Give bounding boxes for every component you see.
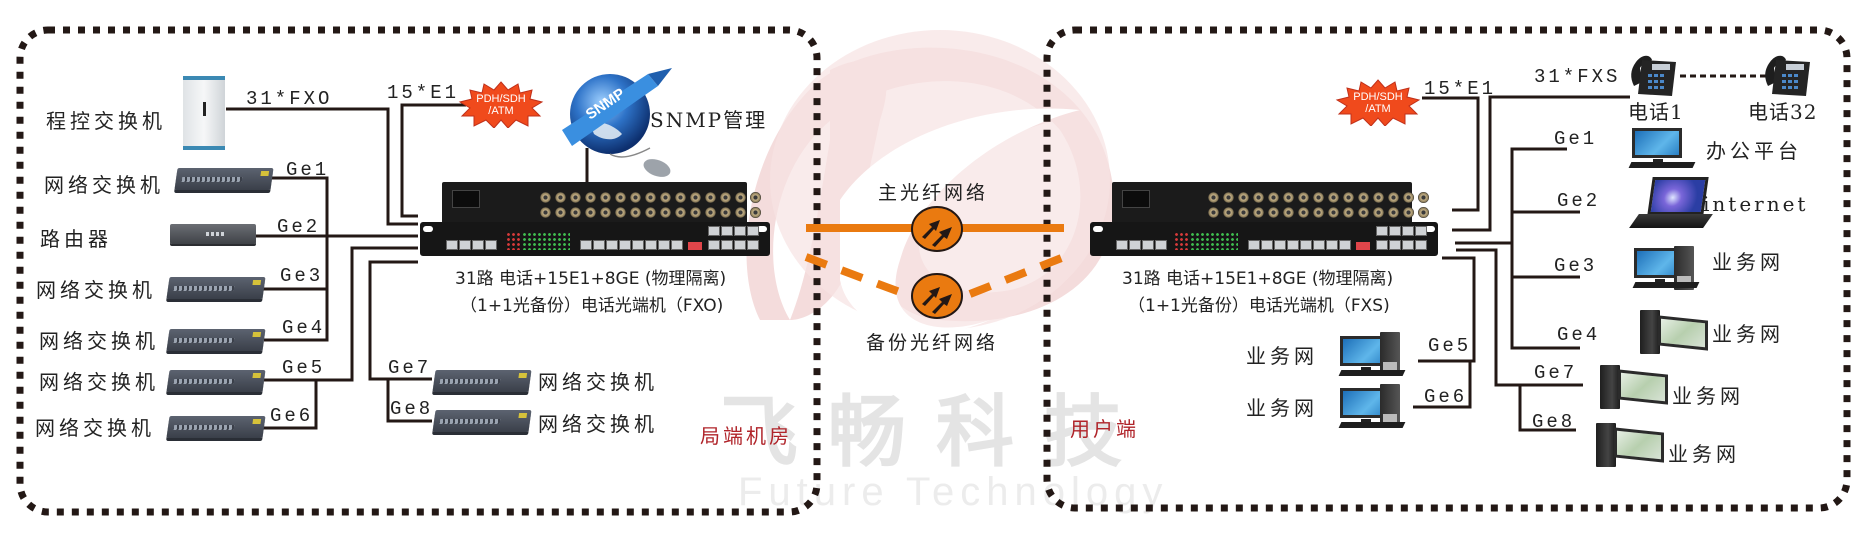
left-ge4-port: Ge4	[282, 317, 326, 339]
backup-fiber-line	[804, 253, 907, 298]
right-ge6-device-label: 业务网	[1246, 396, 1318, 420]
right-zone-border	[1043, 26, 1851, 512]
left-pdh-sdh-burst-icon: PDH/SDH /ATM	[458, 81, 544, 128]
left-ge8-device-label: 网络交换机	[538, 412, 658, 436]
keyboard-icon	[1632, 282, 1700, 288]
pc-monitor-icon	[1614, 427, 1664, 463]
switch-icon	[166, 277, 266, 299]
burst-line1: PDH/SDH	[476, 93, 526, 105]
pc-tower-icon	[1380, 384, 1400, 428]
left-e1-link-label: 15*E1	[387, 82, 460, 104]
right-ge5-device-label: 业务网	[1246, 344, 1318, 368]
left-ge8-port: Ge8	[390, 398, 434, 420]
right-device-caption-2: （1+1光备份）电话光端机（FXS)	[1128, 296, 1390, 316]
right-ge2-port: Ge2	[1557, 190, 1601, 212]
right-ge6-port: Ge6	[1424, 386, 1468, 408]
burst-line1: PDH/SDH	[1353, 91, 1403, 103]
right-ge1-device-label: 办公平台	[1706, 139, 1802, 163]
snmp-globe-icon: SNMP	[562, 68, 672, 177]
right-ge4-port: Ge4	[1557, 324, 1601, 346]
left-device-caption-2: （1+1光备份）电话光端机（FXO)	[460, 296, 724, 316]
right-ge5-port: Ge5	[1428, 335, 1472, 357]
right-ge8-port: Ge8	[1532, 411, 1576, 433]
right-zone-label: 用户端	[1070, 417, 1139, 441]
right-ge3-device-label: 业务网	[1712, 250, 1784, 274]
keyboard-icon	[1338, 370, 1406, 376]
switch-icon	[166, 416, 266, 438]
phone-icon	[1765, 55, 1810, 96]
right-pdh-sdh-burst-icon: PDH/SDH /ATM	[1335, 79, 1421, 126]
left-ge7-device-label: 网络交换机	[538, 370, 658, 394]
snmp-label: SNMP管理	[650, 108, 768, 132]
left-ge5-port: Ge5	[282, 357, 326, 379]
pbx-cabinet-icon	[183, 76, 225, 150]
left-ge6-device-label: 网络交换机	[35, 416, 155, 440]
switch-icon	[432, 370, 532, 392]
keyboard-icon	[1628, 162, 1696, 168]
left-zone-border	[16, 26, 821, 516]
right-ge4-device-label: 业务网	[1712, 322, 1784, 346]
burst-line2: /ATM	[488, 105, 513, 117]
right-ge3-port: Ge3	[1554, 255, 1598, 277]
switch-icon	[432, 410, 532, 432]
pc-monitor-icon	[1618, 369, 1668, 405]
pc-monitor-icon	[1658, 315, 1708, 351]
left-ge7-port: Ge7	[388, 357, 432, 379]
pc-tower-icon	[1596, 423, 1616, 467]
right-ge7-device-label: 业务网	[1672, 384, 1744, 408]
fxs-link-label: 31*FXS	[1534, 66, 1621, 88]
right-ge8-device-label: 业务网	[1668, 442, 1740, 466]
left-ge3-device-label: 网络交换机	[36, 278, 156, 302]
burst-line2: /ATM	[1365, 103, 1390, 115]
left-ge4-device-label: 网络交换机	[39, 329, 159, 353]
pc-tower-icon	[1674, 246, 1694, 290]
pc-tower-icon	[1600, 365, 1620, 409]
router-icon	[170, 224, 256, 244]
left-zone-label: 局端机房	[700, 424, 792, 448]
backup-fiber-line-right	[968, 253, 1066, 298]
fxo-link-label: 31*FXO	[246, 88, 333, 110]
keyboard-icon	[1338, 422, 1406, 428]
switch-icon	[166, 370, 266, 392]
right-device-caption-1: 31路 电话+15E1+8GE (物理隔离)	[1122, 269, 1394, 289]
left-ge3-port: Ge3	[280, 265, 324, 287]
left-ge6-port: Ge6	[270, 405, 314, 427]
left-device-caption-1: 31路 电话+15E1+8GE (物理隔离)	[455, 269, 727, 289]
pbx-label: 程控交换机	[46, 109, 166, 133]
phone-icon	[1631, 55, 1676, 96]
main-fiber-label: 主光纤网络	[878, 182, 989, 204]
left-ge2-port: Ge2	[277, 216, 321, 238]
switch-icon	[166, 329, 266, 351]
left-ge2-device-label: 路由器	[40, 227, 112, 251]
laptop-icon	[1647, 177, 1709, 215]
backup-fiber-label: 备份光纤网络	[866, 332, 999, 354]
main-fiber-arrows-icon	[911, 206, 963, 252]
right-ge1-port: Ge1	[1554, 128, 1598, 150]
pc-tower-icon	[1640, 310, 1660, 354]
right-ge7-port: Ge7	[1534, 362, 1578, 384]
laptop-base-icon	[1629, 214, 1713, 228]
pc-tower-icon	[1380, 332, 1400, 376]
left-ge1-device-label: 网络交换机	[44, 173, 164, 197]
right-e1-link-label: 15*E1	[1424, 78, 1497, 100]
left-ge5-device-label: 网络交换机	[39, 370, 159, 394]
left-ge1-port: Ge1	[286, 159, 330, 181]
phone-last-label: 电话32	[1748, 100, 1818, 124]
switch-icon	[174, 168, 274, 190]
watermark-brand-cn: 飞畅科技	[720, 388, 1153, 478]
right-ge2-device-label: internet	[1703, 192, 1809, 216]
phone-first-label: 电话1	[1628, 100, 1684, 124]
backup-fiber-arrows-icon	[911, 273, 963, 319]
right-phone-optical-terminal	[1090, 182, 1445, 260]
left-phone-optical-terminal	[420, 182, 780, 260]
monitor-icon	[1632, 128, 1682, 165]
